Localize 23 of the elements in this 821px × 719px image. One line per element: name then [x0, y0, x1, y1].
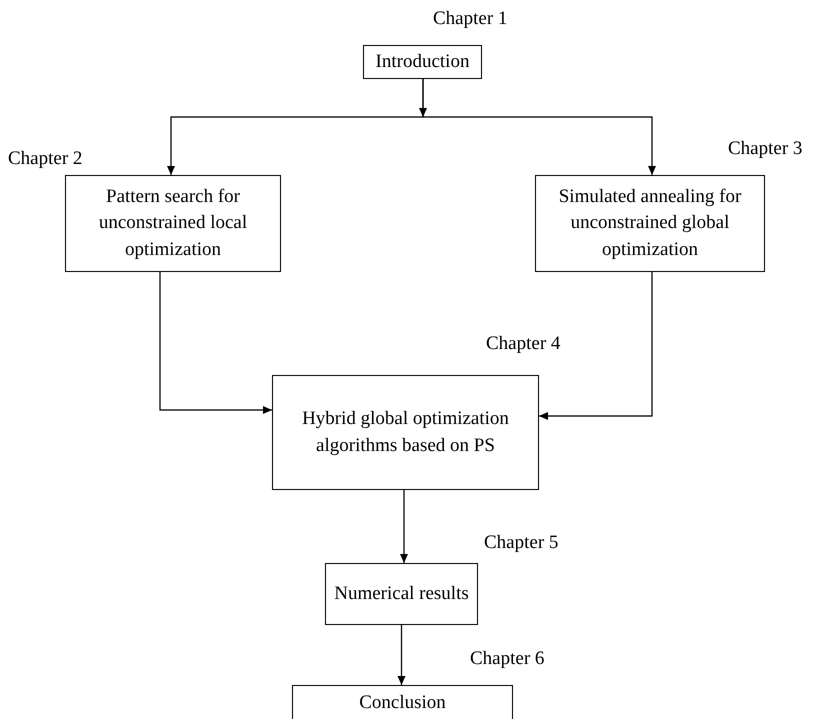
box-text: Introduction	[376, 50, 470, 74]
arrow	[419, 79, 427, 117]
box-text: Simulated annealing for unconstrained global optimization	[558, 184, 742, 262]
chapter-label: Chapter 5	[484, 532, 558, 554]
process-box	[325, 563, 478, 625]
box-text: Conclusion	[359, 691, 446, 715]
process-box	[363, 45, 482, 79]
arrow	[400, 490, 408, 563]
box-text: Pattern search for unconstrained local optimization	[98, 184, 248, 262]
arrow	[539, 272, 653, 420]
chapter-label: Chapter 2	[8, 148, 82, 170]
arrow	[159, 272, 272, 414]
box-text: Numerical results	[334, 582, 469, 606]
chapter-label: Chapter 1	[433, 8, 508, 30]
process-box	[65, 175, 281, 272]
box-text: Hybrid global optimization algorithms based on PS	[301, 406, 510, 458]
chapter-label: Chapter 4	[486, 333, 560, 355]
process-box	[535, 175, 765, 272]
chapter-label: Chapter 3	[728, 138, 802, 160]
process-box	[272, 375, 539, 490]
chapter-label: Chapter 6	[470, 648, 544, 670]
process-box	[292, 685, 513, 719]
arrow	[398, 625, 406, 685]
